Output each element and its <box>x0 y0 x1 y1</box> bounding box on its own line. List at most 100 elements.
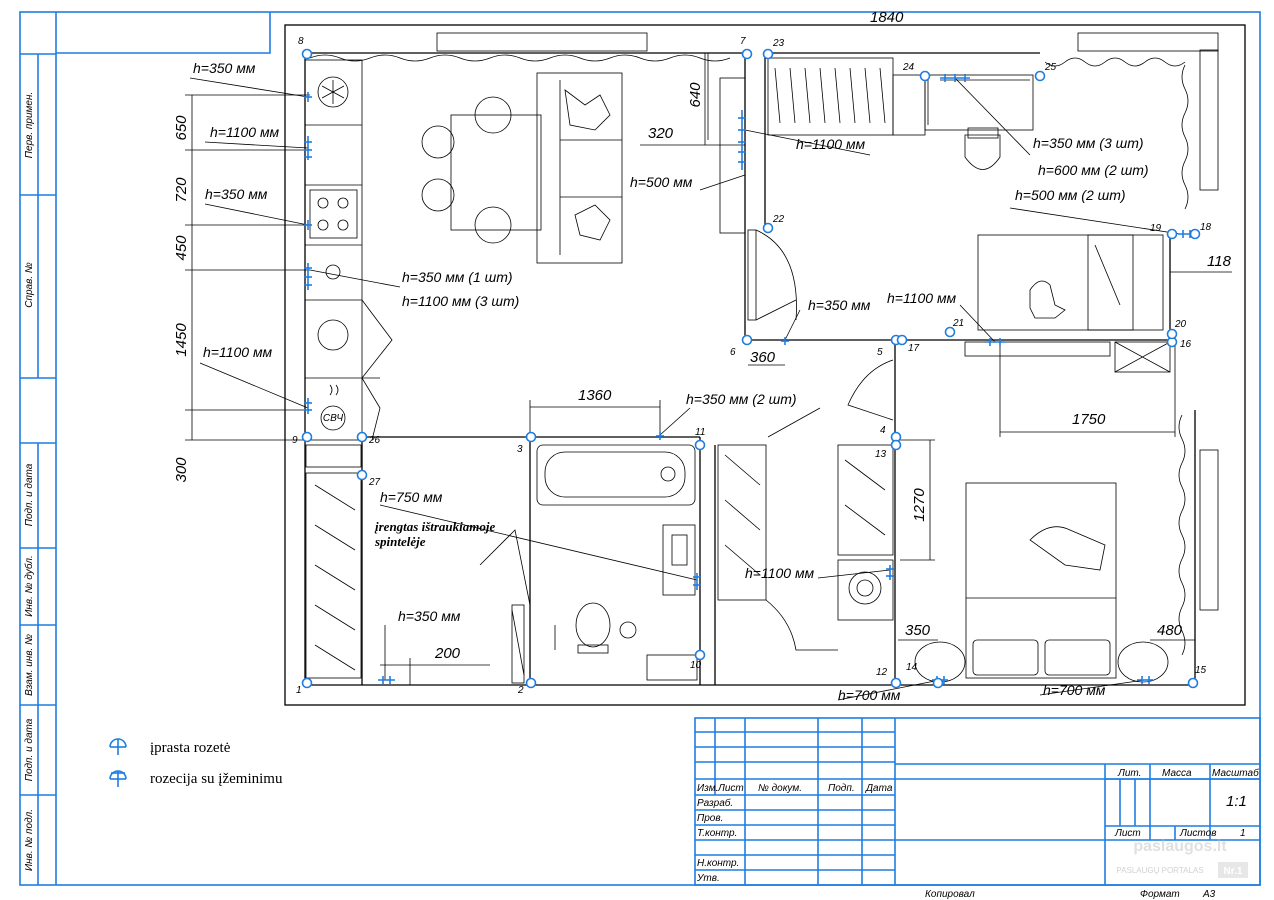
side-strip-labels: Перв. примен. Справ. № Подп. и дата Инв.… <box>23 92 35 871</box>
node-23: 23 <box>772 38 785 49</box>
watermark-badge: Nr.1 <box>1224 866 1243 877</box>
side-label-4: Инв. № дубл. <box>23 555 35 617</box>
bedroom-door <box>847 359 894 421</box>
tb-massa: Масса <box>1162 768 1192 779</box>
node-26: 26 <box>368 435 381 446</box>
dim-640: 640 <box>687 82 704 108</box>
tb-format-value: A3 <box>1202 889 1216 900</box>
note-line-1: įrengtas ištraukiamoje <box>374 519 495 534</box>
node-1: 1 <box>296 685 302 696</box>
socket-laundry <box>886 565 894 580</box>
side-label-2: Справ. № <box>24 262 35 308</box>
socket-hall-top <box>940 74 970 82</box>
watermark-sub: PASLAUGŲ PORTALAS <box>1116 866 1203 875</box>
label-h1100-hall: h=1100 мм <box>796 136 866 152</box>
dimension-lines: 1840 650 720 450 1450 300 640 320 1360 3… <box>173 9 1232 685</box>
label-h350-2: h=350 мм (2 шт) <box>686 391 797 407</box>
dim-350: 350 <box>905 622 931 639</box>
note-line-2: spintelėje <box>374 534 426 549</box>
dim-1840: 1840 <box>870 9 904 26</box>
dim-1750: 1750 <box>1072 411 1106 428</box>
node-5: 5 <box>877 347 883 358</box>
watermark-logo: paslaugos.lt PASLAUGŲ PORTALAS Nr.1 <box>1116 838 1248 878</box>
tb-col-date: Дата <box>865 783 893 794</box>
node-25: 25 <box>1044 62 1057 73</box>
label-h350-mid: h=350 мм <box>808 297 871 313</box>
node-14: 14 <box>906 662 918 673</box>
node-22: 22 <box>772 214 785 225</box>
socket-bed-right <box>1137 676 1153 684</box>
socket-counter-1 <box>304 136 312 160</box>
tb-row-prov: Пров. <box>697 813 723 824</box>
label-h600-2: h=600 мм (2 шт) <box>1038 162 1149 178</box>
socket-stove <box>304 220 312 230</box>
label-h700-a: h=700 мм <box>838 687 901 703</box>
socket-fridge <box>304 92 312 102</box>
socket-hall-low <box>781 337 789 345</box>
node-27: 27 <box>368 477 381 488</box>
corridor-wardrobe <box>305 444 362 679</box>
legend-socket-icon <box>109 738 127 755</box>
microwave-label: СВЧ <box>323 413 344 424</box>
tb-row-nkontr: Н.контр. <box>697 858 739 869</box>
numbered-nodes: 1 2 3 4 5 6 7 8 9 10 11 12 13 14 15 16 1… <box>292 36 1212 696</box>
node-21: 21 <box>952 318 964 329</box>
node-18: 18 <box>1200 222 1212 233</box>
dim-200: 200 <box>434 645 461 662</box>
label-h350-top: h=350 мм <box>193 60 256 76</box>
label-h350-b: h=350 мм <box>205 186 268 202</box>
tb-format: Формат <box>1140 889 1180 900</box>
node-2: 2 <box>517 685 524 696</box>
dim-650: 650 <box>173 115 190 141</box>
side-label-6: Подп. и дата <box>24 718 35 781</box>
dim-118: 118 <box>1207 253 1232 270</box>
label-h1100-bath: h=1100 мм <box>745 565 815 581</box>
tv-partition <box>704 53 746 234</box>
legend-grounded-socket-icon <box>109 770 127 787</box>
dim-450: 450 <box>173 235 190 261</box>
label-h1100-b: h=1100 мм <box>203 344 273 360</box>
node-10: 10 <box>690 660 702 671</box>
socket-corridor <box>378 676 395 684</box>
dim-480: 480 <box>1157 622 1183 639</box>
tb-col-podp: Подп. <box>828 783 855 794</box>
tb-col-doc: № докум. <box>758 783 802 794</box>
dining-table <box>421 96 542 244</box>
socket-bath-top <box>656 432 664 440</box>
tb-row-razrab: Разраб. <box>697 797 733 809</box>
socket-desk <box>985 338 1005 346</box>
dim-1270: 1270 <box>911 488 928 522</box>
bed-top <box>964 234 1171 373</box>
node-12: 12 <box>876 667 888 678</box>
side-label-1: Перв. примен. <box>24 92 35 158</box>
dim-320: 320 <box>648 125 674 142</box>
legend-item-1: įprasta rozetė <box>150 740 231 756</box>
socket-tv <box>738 110 746 170</box>
legend-item-2: rozecija su įžeminimu <box>150 771 283 787</box>
side-label-7: Инв. № подл. <box>24 809 35 871</box>
label-h1100-3: h=1100 мм (3 шт) <box>402 293 519 309</box>
dim-360: 360 <box>750 349 776 366</box>
label-h500: h=500 мм <box>630 174 693 190</box>
node-16: 16 <box>1180 339 1192 350</box>
label-h350-3: h=350 мм (3 шт) <box>1033 135 1144 151</box>
socket-bath-cabinet <box>693 573 701 590</box>
tb-listov-value: 1 <box>1240 828 1246 839</box>
tb-listov: Листов <box>1179 828 1216 839</box>
label-h750: h=750 мм <box>380 489 443 505</box>
kitchen-counter: СВЧ <box>304 59 393 441</box>
hall-wardrobe <box>767 57 1034 170</box>
node-17: 17 <box>908 343 920 354</box>
side-label-3: Подп. и дата <box>24 463 35 526</box>
bathroom-door <box>479 529 531 684</box>
tb-list: Лист <box>1114 828 1141 839</box>
sofa <box>536 72 623 264</box>
label-h1100-mid: h=1100 мм <box>887 290 957 306</box>
label-h350-low: h=350 мм <box>398 608 461 624</box>
label-h350-1: h=350 мм (1 шт) <box>402 269 513 285</box>
node-7: 7 <box>740 36 746 47</box>
node-13: 13 <box>875 449 887 460</box>
dim-720: 720 <box>173 177 190 203</box>
node-19: 19 <box>1150 223 1162 234</box>
